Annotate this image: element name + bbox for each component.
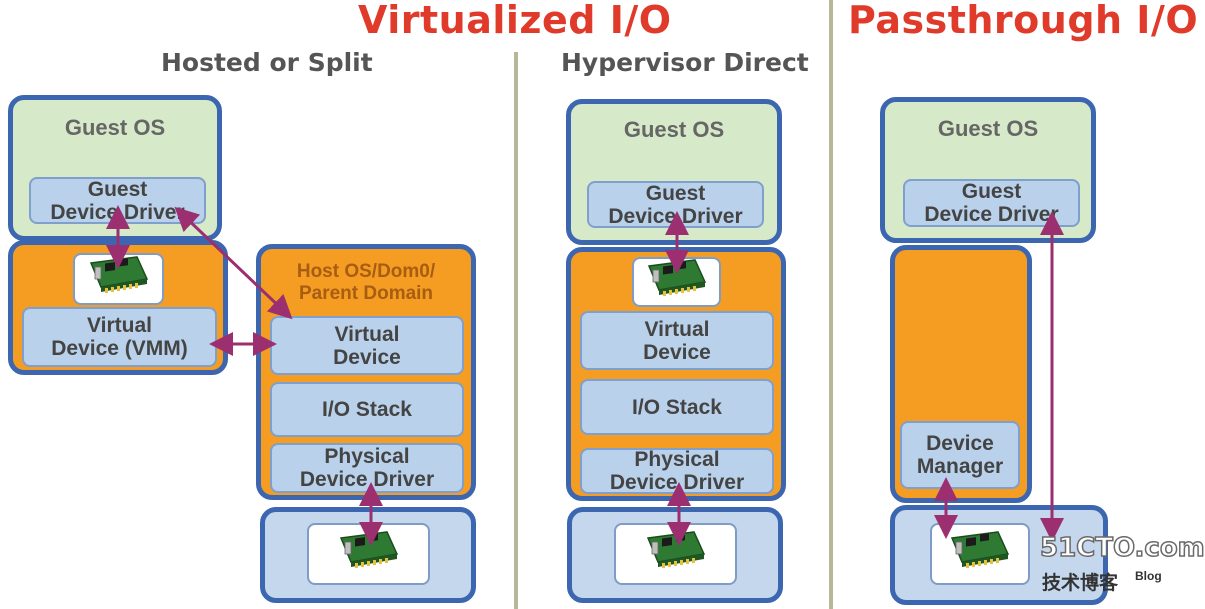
hosted-hardware-card-slot [307,523,430,585]
hosted-vmm-card-slot [73,253,164,305]
direct-virtual-device: Virtual Device [580,311,774,370]
host-physical-device-driver: Physical Device Driver [270,443,464,493]
watermark-blog: Blog [1135,569,1162,583]
hypervisor-direct-heading: Hypervisor Direct [561,48,809,77]
network-card-icon [645,258,709,305]
direct-io-stack: I/O Stack [580,379,774,435]
virtualized-io-heading: Virtualized I/O [358,0,672,42]
network-card-icon [644,530,708,577]
guest-os-label: Guest OS [64,115,166,140]
section-divider-1 [514,52,518,609]
network-card-icon [87,255,151,302]
host-virtual-device: Virtual Device [270,316,464,375]
watermark-blog-cn: 技术博客 [1042,572,1119,594]
hosted-guest-device-driver: Guest Device Driver [29,177,206,224]
host-io-stack: I/O Stack [270,382,464,437]
hosted-split-heading: Hosted or Split [161,48,373,77]
watermark-site: 51CTO.com [1039,532,1205,564]
passthrough-io-heading: Passthrough I/O [848,0,1199,42]
passthrough-device-manager: Device Manager [900,421,1020,489]
direct-physical-device-driver: Physical Device Driver [580,448,774,494]
host-os-label: Host OS/Dom0/ Parent Domain [296,261,436,304]
section-divider-2 [829,0,833,609]
hosted-virtual-device-vmm: Virtual Device (VMM) [22,307,217,367]
direct-guest-device-driver: Guest Device Driver [587,181,764,228]
network-card-icon [337,530,401,577]
direct-hardware-card-slot [614,523,737,585]
guest-os-label: Guest OS [623,117,725,142]
passthrough-hardware-card-slot [930,523,1030,585]
guest-os-label: Guest OS [937,116,1039,141]
passthrough-guest-device-driver: Guest Device Driver [903,179,1080,227]
network-card-icon [948,530,1012,577]
passthrough-hardware-box [890,505,1108,605]
direct-hypervisor-card-slot [632,257,721,307]
